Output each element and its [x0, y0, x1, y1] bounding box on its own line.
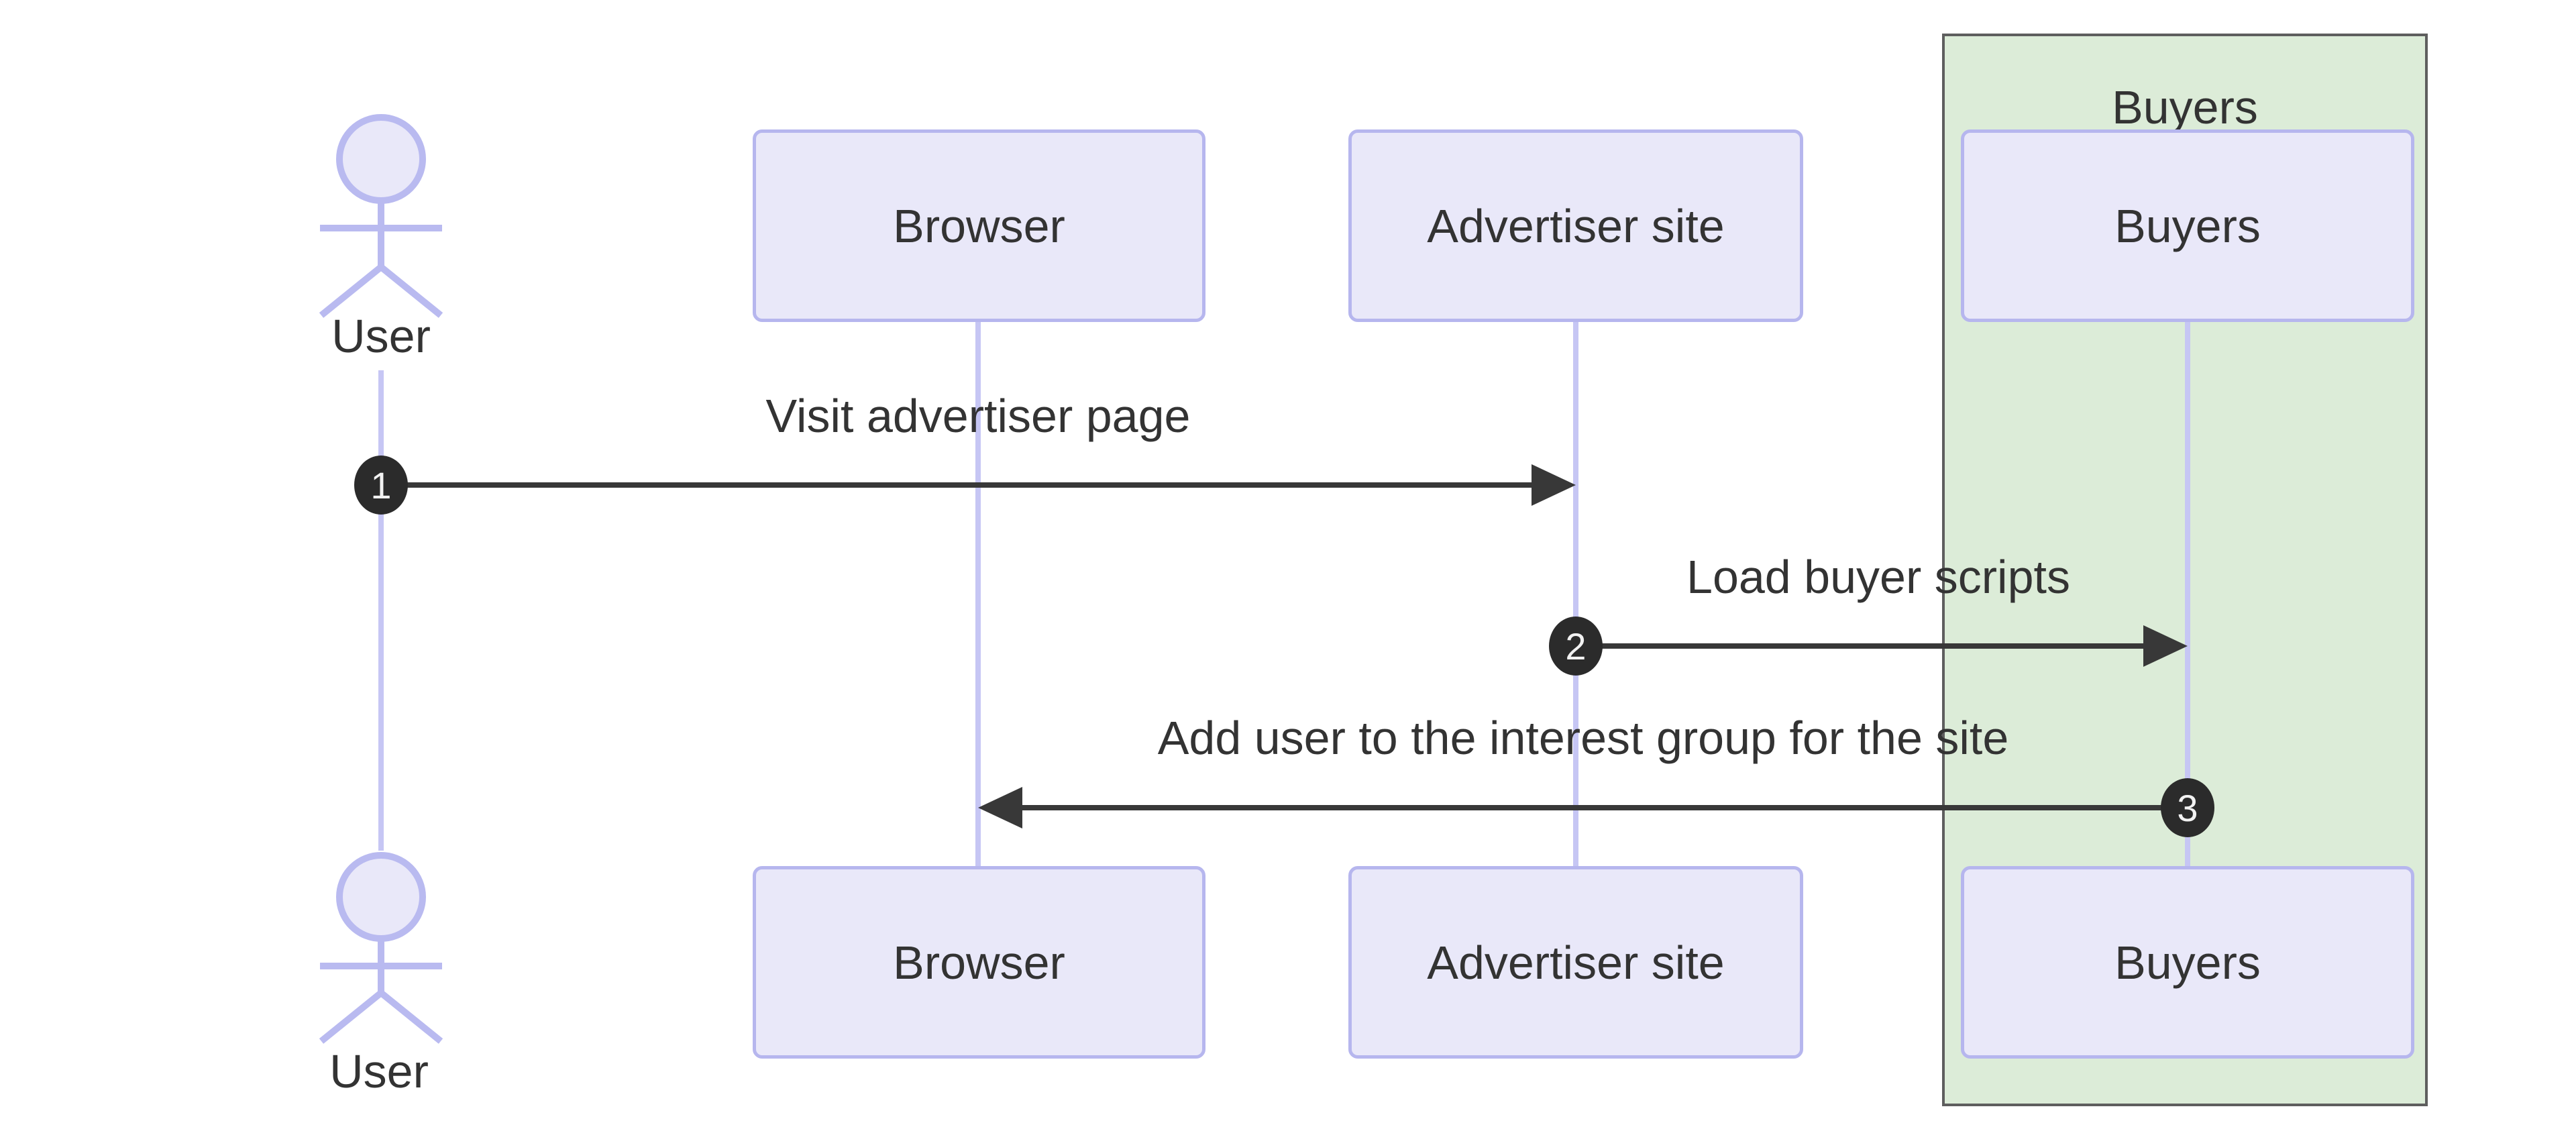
message-label-1: Visit advertiser page [765, 390, 1191, 442]
sequence-badge-1: 1 [354, 456, 408, 515]
actor-head-icon [336, 852, 426, 942]
participant-label: Advertiser site [1427, 199, 1725, 252]
message-arrow-1 [381, 464, 1576, 506]
participant-label: Buyers [2114, 936, 2261, 989]
participant-box-advertiser-site-bottom: Advertiser site [1348, 866, 1803, 1059]
participant-box-browser-bottom: Browser [753, 866, 1205, 1059]
participant-label: Browser [893, 199, 1065, 252]
participant-box-browser-top: Browser [753, 129, 1205, 322]
actor-figure-user-bottom [319, 852, 443, 1044]
participant-label: Advertiser site [1427, 936, 1725, 989]
actor-head-icon [336, 114, 426, 204]
actor-label-user-bottom: User [329, 1045, 429, 1098]
participant-label: Buyers [2114, 199, 2261, 252]
participant-box-advertiser-site-top: Advertiser site [1348, 129, 1803, 322]
participant-label: Browser [893, 936, 1065, 989]
message-arrow-2 [1576, 625, 2188, 667]
actor-label-user-top: User [331, 310, 431, 362]
message-label-3: Add user to the interest group for the s… [1157, 712, 2009, 764]
message-label-2: Load buyer scripts [1686, 551, 2070, 603]
arrowhead-left-icon [978, 787, 1022, 828]
sequence-badge-2: 2 [1549, 617, 1603, 676]
group-title: Buyers [2112, 81, 2258, 133]
sequence-badge-3: 3 [2161, 778, 2214, 837]
arrowhead-right-icon [2143, 625, 2188, 667]
participant-box-buyers-top: Buyers [1961, 129, 2414, 322]
participant-box-buyers-bottom: Buyers [1961, 866, 2414, 1059]
actor-figure-user-top [319, 114, 443, 318]
message-arrow-3 [978, 787, 2188, 828]
arrowhead-right-icon [1532, 464, 1576, 506]
